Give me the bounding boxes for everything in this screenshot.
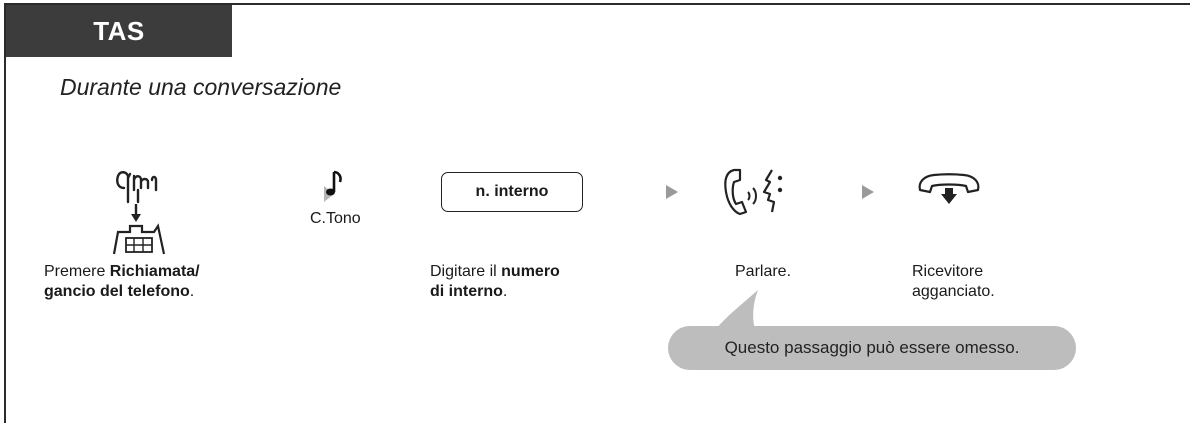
note-bubble-tail: [712, 290, 758, 334]
flash-key-name: Richiamata/: [109, 263, 200, 280]
arrow-icon: [862, 185, 874, 199]
talk-icon: [724, 168, 783, 216]
on-hook-icon: [918, 173, 980, 204]
flash-key-name-2: gancio del telefono: [44, 283, 190, 300]
step-hangup-text: Ricevitore agganciato.: [912, 263, 995, 300]
extension-number-key: n. interno: [441, 172, 583, 212]
step-dial-text: Digitare il numero di interno.: [430, 263, 560, 300]
flash-hook-icon: [112, 171, 166, 255]
note-bubble: Questo passaggio può essere omesso.: [668, 326, 1076, 370]
section-tab: TAS: [6, 5, 232, 57]
step-talk-text: Parlare.: [735, 263, 792, 280]
note-text: Questo passaggio può essere omesso.: [724, 338, 1020, 357]
arrow-icon: [666, 185, 678, 199]
section-frame: [4, 3, 1190, 423]
section-tab-label: TAS: [93, 15, 145, 46]
step-flash-text: Premere Richiamata/ gancio del telefono.: [44, 263, 200, 300]
section-heading: Durante una conversazione: [60, 74, 342, 100]
tone-label: C.Tono: [310, 210, 361, 227]
confirmation-tone-icon: [324, 170, 342, 202]
